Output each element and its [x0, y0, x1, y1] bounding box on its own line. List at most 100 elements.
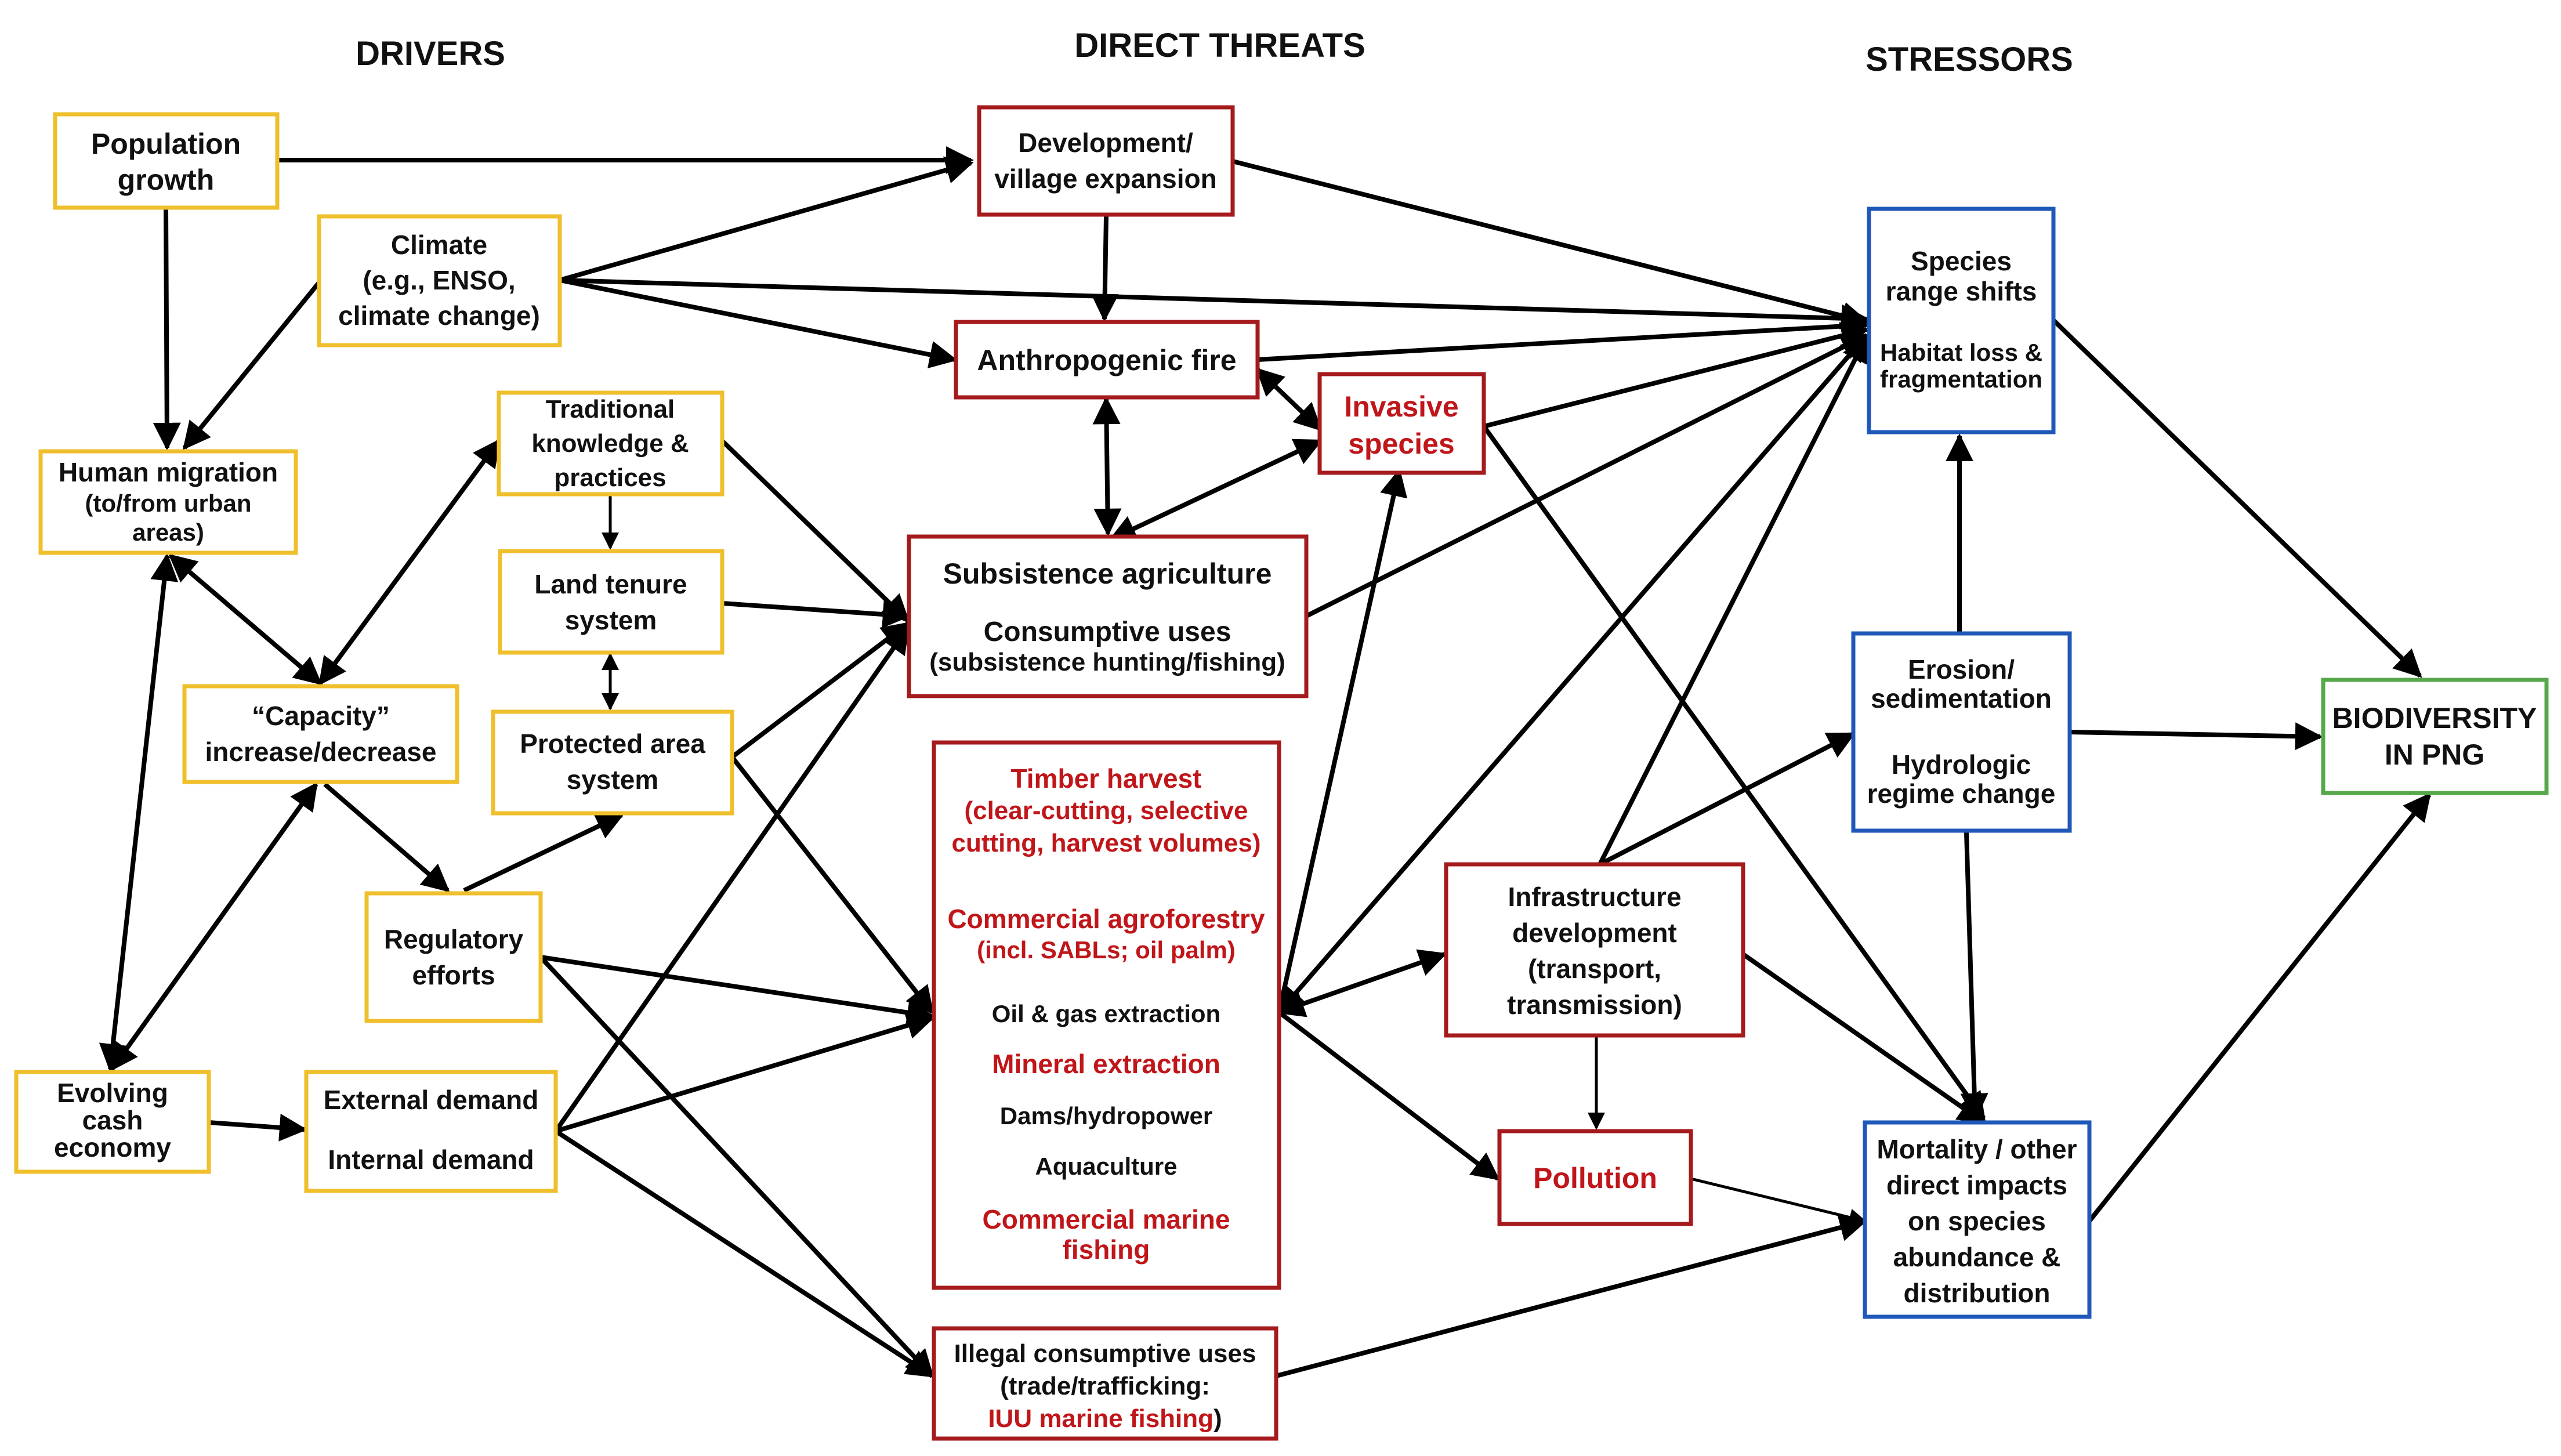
- commercial-item: Oil & gas extraction: [992, 1000, 1220, 1027]
- label: range shifts: [1886, 276, 2037, 306]
- header-direct-threats: DIRECT THREATS: [1074, 27, 1365, 64]
- label: IUU marine fishing): [988, 1404, 1222, 1433]
- node-protected-area: Protected area system: [491, 709, 734, 816]
- label: transmission): [1507, 990, 1682, 1020]
- label: development: [1512, 918, 1677, 948]
- label: (e.g., ENSO,: [363, 265, 515, 295]
- edge-infrastructure-erosion: [1599, 731, 1856, 867]
- edge-illegal-mortality: [1275, 1214, 1868, 1378]
- label: Development/: [1018, 128, 1193, 158]
- edge-capacity-traditional: [318, 439, 501, 686]
- edge-climate-range: [559, 278, 1870, 332]
- edge-pollution-mortality: [1690, 1177, 1867, 1226]
- edge-regulatory-illegal: [539, 955, 934, 1378]
- label: increase/decrease: [205, 737, 437, 767]
- edge-invasive-subsistence: [1108, 439, 1323, 542]
- label: BIODIVERSITY: [2332, 702, 2537, 734]
- node-land-tenure: Land tenure system: [498, 549, 725, 655]
- node-demand: External demand Internal demand: [304, 1070, 558, 1193]
- edge-capacity-cash: [110, 782, 318, 1071]
- node-climate: Climate (e.g., ENSO, climate change): [317, 214, 562, 347]
- node-range-shifts: Species range shifts Habitat loss & frag…: [1867, 207, 2056, 434]
- label: Invasive: [1344, 390, 1458, 423]
- label: system: [565, 605, 657, 635]
- edge-migration-cash: [99, 553, 179, 1072]
- label: Subsistence agriculture: [943, 557, 1272, 590]
- edge-regulatory-commercial: [540, 955, 935, 1027]
- label: Climate: [391, 230, 487, 260]
- stressors-column: Species range shifts Habitat loss & frag…: [1851, 207, 2092, 1319]
- label: economy: [54, 1132, 171, 1162]
- commercial-item: Aquaculture: [1035, 1153, 1177, 1180]
- label: (subsistence hunting/fishing): [929, 648, 1285, 676]
- edge-migration-capacity: [168, 553, 323, 686]
- label: (trade/trafficking:: [1000, 1372, 1210, 1400]
- label: Hydrologic: [1892, 749, 2031, 780]
- label: on species: [1908, 1206, 2046, 1236]
- label: growth: [118, 164, 215, 196]
- edge-commercial-pollution: [1277, 1010, 1500, 1181]
- label: External demand: [324, 1085, 539, 1115]
- commercial-list: Timber harvest(clear-cutting, selectivec…: [947, 763, 1265, 1265]
- label: cash: [82, 1105, 143, 1135]
- label: Illegal consumptive uses: [954, 1339, 1256, 1368]
- edge-range-biodiversity: [2052, 318, 2422, 678]
- node-biodiversity-png: BIODIVERSITY IN PNG: [2321, 678, 2549, 795]
- label: IN PNG: [2385, 738, 2484, 771]
- label: Evolving: [57, 1078, 168, 1108]
- edge-mortality-biodiversity: [2087, 792, 2432, 1223]
- commercial-item: Commercial marine: [983, 1204, 1230, 1234]
- label: areas): [132, 519, 204, 546]
- label: sedimentation: [1871, 683, 2052, 713]
- label: Habitat loss &: [1880, 339, 2042, 366]
- node-infrastructure: Infrastructure development (transport, t…: [1444, 862, 1745, 1038]
- label: species: [1348, 428, 1454, 460]
- edge-traditional-subsistence: [720, 439, 910, 623]
- edge-dev-fire: [1091, 216, 1119, 322]
- label: Mortality / other: [1877, 1134, 2077, 1164]
- edge-cash-demand: [208, 1113, 307, 1142]
- node-subsistence: Subsistence agriculture Consumptive uses…: [907, 534, 1309, 698]
- node-invasive-species: Invasive species: [1317, 372, 1486, 475]
- node-cash-economy: Evolving cash economy: [14, 1070, 211, 1174]
- label: Land tenure: [534, 569, 687, 599]
- label: Internal demand: [328, 1144, 534, 1175]
- edge-demand-subsistence: [553, 625, 910, 1133]
- label: Human migration: [59, 457, 278, 487]
- label: Traditional: [546, 395, 675, 423]
- commercial-item: (incl. SABLs; oil palm): [977, 936, 1236, 964]
- label: village expansion: [994, 164, 1216, 194]
- edge-climate-migration: [182, 281, 321, 450]
- label: direct impacts: [1886, 1170, 2067, 1200]
- edge-demand-illegal: [554, 1129, 935, 1378]
- label: Protected area: [520, 729, 705, 759]
- edge-land-subsistence: [722, 600, 911, 628]
- edge-capacity-regulatory: [323, 782, 450, 893]
- header-stressors: STRESSORS: [1865, 41, 2073, 78]
- label: Population: [91, 128, 241, 160]
- node-development: Development/ village expansion: [977, 105, 1235, 217]
- node-capacity: “Capacity” increase/decrease: [182, 684, 459, 784]
- label: (to/from urban: [85, 490, 252, 517]
- label: system: [567, 765, 659, 795]
- drivers-column: Population growth Climate (e.g., ENSO, c…: [14, 112, 734, 1193]
- commercial-item: Mineral extraction: [992, 1049, 1220, 1079]
- edge-pop-migration: [153, 207, 181, 451]
- label: Regulatory: [384, 924, 524, 954]
- edge-infrastructure-range: [1598, 334, 1869, 865]
- node-mortality: Mortality / other direct impacts on spec…: [1863, 1120, 2092, 1319]
- label: regime change: [1867, 778, 2056, 809]
- edge-fire-invasive: [1255, 367, 1323, 432]
- edge-protected-commercial: [730, 755, 934, 1015]
- label: efforts: [412, 960, 495, 990]
- node-pollution: Pollution: [1497, 1129, 1693, 1226]
- edge-erosion-biodiversity: [2069, 722, 2323, 751]
- node-population-growth: Population growth: [53, 112, 280, 210]
- label: practices: [554, 463, 666, 492]
- edge-regulatory-protected: [463, 813, 625, 893]
- header-drivers: DRIVERS: [356, 35, 505, 73]
- threats-column: Development/ village expansion Anthropog…: [907, 105, 1745, 1441]
- commercial-item: Dams/hydropower: [1000, 1102, 1212, 1129]
- edge-fire-subsistence: [1092, 396, 1122, 537]
